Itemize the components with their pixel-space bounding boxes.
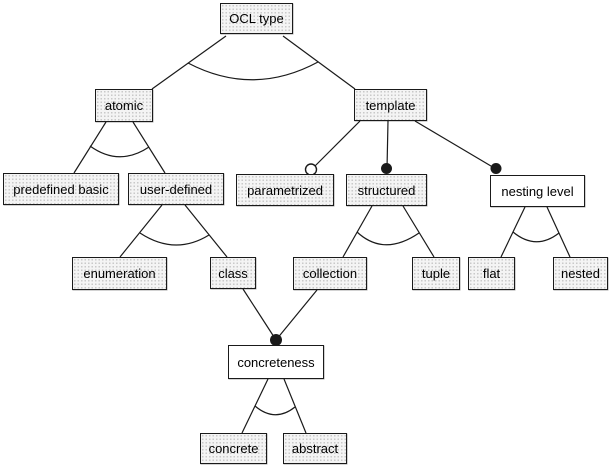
node-predefined-basic: predefined basic (3, 173, 119, 205)
alt-group-arc-concreteness (254, 405, 296, 416)
node-structured: structured (346, 174, 427, 206)
node-flat: flat (468, 257, 515, 290)
alt-group-arc-atomic (89, 145, 150, 158)
node-concreteness: concreteness (228, 345, 324, 379)
edge-atomic-predefined-basic (73, 121, 107, 174)
node-concrete: concrete (200, 433, 267, 464)
node-tuple: tuple (412, 257, 460, 290)
node-label: concreteness (237, 354, 315, 370)
alt-group-arc-nesting-level (512, 231, 560, 243)
node-label: enumeration (83, 266, 156, 281)
node-label: OCL type (229, 11, 284, 26)
filled-circle-concreteness (270, 334, 282, 346)
edge-ocltype-atomic (151, 35, 227, 90)
node-label: tuple (421, 266, 451, 281)
edge-ocltype-template (282, 35, 356, 90)
edge-concreteness-abstract (283, 378, 307, 434)
edge-template-nesting-level (414, 120, 497, 170)
node-abstract: abstract (283, 433, 347, 464)
node-label: template (365, 97, 416, 113)
edge-user-defined-class (184, 204, 228, 258)
node-template: template (354, 89, 427, 121)
node-class: class (210, 257, 256, 289)
edge-user-defined-enumeration (119, 204, 163, 258)
node-nesting-level: nesting level (490, 175, 585, 207)
edge-collection-concreteness (275, 289, 318, 341)
node-label: flat (482, 266, 501, 281)
node-label: parametrized (247, 182, 323, 198)
alt-group-arc-structured (356, 231, 420, 246)
node-label: class (218, 265, 248, 281)
node-label: structured (357, 182, 416, 198)
alt-group-arc-user-defined (139, 232, 210, 246)
node-parametrized: parametrized (236, 174, 334, 206)
edge-structured-collection (342, 205, 373, 258)
alt-group-arc-ocltype (187, 61, 319, 81)
edge-structured-tuple (402, 205, 435, 258)
edge-nesting-level-nested (546, 206, 571, 258)
edge-class-concreteness (242, 288, 277, 341)
filled-circle-structured (381, 163, 392, 174)
node-label: nesting level (501, 183, 574, 199)
node-atomic: atomic (95, 89, 153, 122)
node-collection: collection (293, 257, 367, 290)
filled-circle-nesting-level (490, 163, 502, 174)
edge-template-parametrized (310, 120, 361, 171)
node-label: user-defined (139, 181, 213, 197)
node-enumeration: enumeration (72, 257, 167, 290)
node-user-defined: user-defined (128, 173, 224, 205)
edge-template-structured (386, 120, 389, 170)
node-label: nested (560, 266, 601, 281)
node-label: atomic (104, 98, 144, 113)
node-label: collection (302, 266, 358, 281)
node-ocl-type: OCL type (220, 3, 293, 34)
node-label: abstract (291, 441, 339, 456)
node-label: predefined basic (13, 181, 109, 197)
node-label: concrete (208, 441, 259, 456)
node-nested: nested (553, 257, 608, 290)
